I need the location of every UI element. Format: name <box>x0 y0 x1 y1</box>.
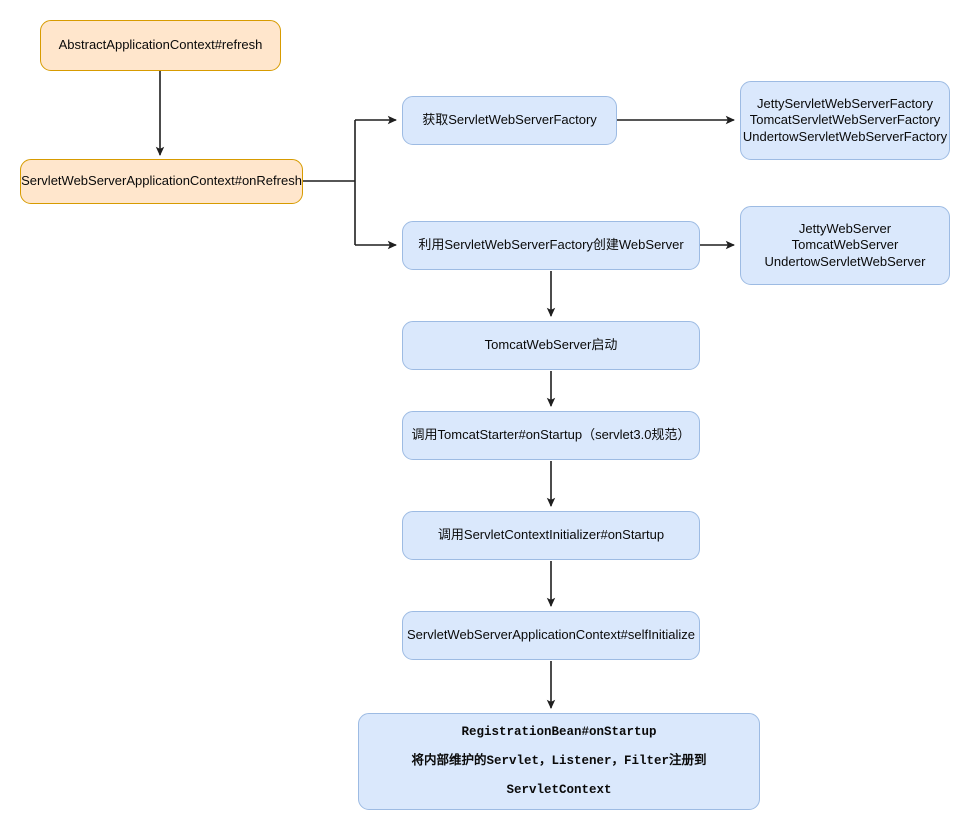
node-label: JettyWebServer TomcatWebServer UndertowS… <box>764 220 926 269</box>
node-label: 利用ServletWebServerFactory创建WebServer <box>418 237 684 253</box>
node-label: 调用ServletContextInitializer#onStartup <box>437 527 665 543</box>
node-servlet-web-server-factory-implementations[interactable]: JettyServletWebServerFactory TomcatServl… <box>740 81 950 160</box>
node-label: ServletWebServerApplicationContext#selfI… <box>406 627 696 643</box>
node-servlet-web-server-application-context-selfinitialize[interactable]: ServletWebServerApplicationContext#selfI… <box>402 611 700 660</box>
node-call-tomcat-starter-onstartup[interactable]: 调用TomcatStarter#onStartup（servlet3.0规范） <box>402 411 700 460</box>
node-label-detail: 将内部维护的Servlet，Listener，Filter注册到ServletC… <box>411 754 707 797</box>
node-label: JettyServletWebServerFactory TomcatServl… <box>742 95 948 144</box>
node-label: AbstractApplicationContext#refresh <box>58 37 263 53</box>
node-web-server-implementations[interactable]: JettyWebServer TomcatWebServer UndertowS… <box>740 206 950 285</box>
node-label: ServletWebServerApplicationContext#onRef… <box>21 173 302 189</box>
node-servlet-web-server-application-context-onrefresh[interactable]: ServletWebServerApplicationContext#onRef… <box>20 159 303 204</box>
node-tomcat-web-server-start[interactable]: TomcatWebServer启动 <box>402 321 700 370</box>
node-abstract-application-context-refresh[interactable]: AbstractApplicationContext#refresh <box>40 20 281 71</box>
node-label: TomcatWebServer启动 <box>484 337 618 353</box>
node-registration-bean-onstartup[interactable]: RegistrationBean#onStartup 将内部维护的Servlet… <box>358 713 760 810</box>
node-call-servlet-context-initializer-onstartup[interactable]: 调用ServletContextInitializer#onStartup <box>402 511 700 560</box>
node-create-web-server[interactable]: 利用ServletWebServerFactory创建WebServer <box>402 221 700 270</box>
node-get-servlet-web-server-factory[interactable]: 获取ServletWebServerFactory <box>402 96 617 145</box>
node-label: 获取ServletWebServerFactory <box>422 112 597 128</box>
node-label: 调用TomcatStarter#onStartup（servlet3.0规范） <box>411 427 691 443</box>
node-label-title: RegistrationBean#onStartup <box>461 725 657 740</box>
